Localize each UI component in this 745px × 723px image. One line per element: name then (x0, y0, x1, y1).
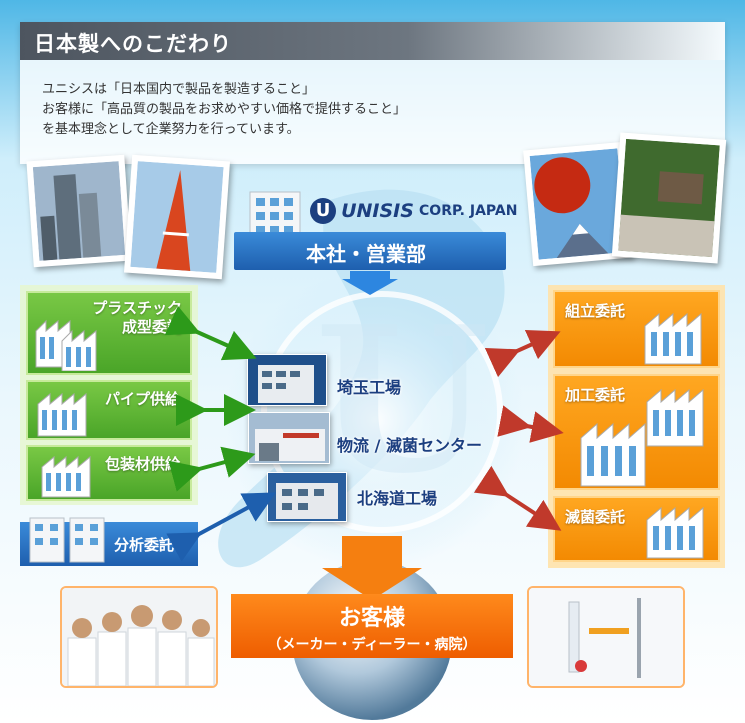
intro-line-1: ユニシスは「日本国内で製品を製造すること」 (42, 82, 316, 97)
photo-medical-devices (527, 586, 685, 688)
supplier-packaging: 包装材供給 (26, 445, 192, 501)
contractor-assembly: 組立委託 (553, 290, 720, 368)
unisis-logo-icon: U (310, 198, 336, 224)
skyscraper-image (32, 161, 126, 261)
customer-down-arrow (322, 536, 422, 600)
photo-tokyo-tower (124, 154, 230, 280)
intro-panel: 日本製へのこだわり ユニシスは「日本国内で製品を製造すること」 お客様に「高品質… (20, 22, 725, 164)
hq-label: 本社・営業部 (306, 242, 426, 266)
contractor-processing: 加工委託 (553, 374, 720, 490)
company-logo: U UNISIS CORP. JAPAN (310, 198, 517, 224)
supplier-pipe-label: パイプ供給 (104, 390, 180, 408)
hq-down-arrow (342, 271, 398, 295)
logo-brand: UNISIS (341, 200, 414, 222)
factory-icon (35, 319, 97, 371)
hokkaido-factory-label: 北海道工場 (357, 489, 438, 508)
supplier-packaging-label: 包装材供給 (104, 455, 180, 473)
contractor-sterilization: 滅菌委託 (553, 496, 720, 562)
photo-fuji-autumn (523, 141, 633, 267)
supplier-plastic-line1: プラスチック (92, 299, 182, 317)
contractor-sterilization-label: 滅菌委託 (565, 508, 626, 526)
photo-japanese-garden (611, 132, 727, 264)
medical-devices-image (529, 588, 683, 686)
logistics-center-label: 物流 / 滅菌センター (337, 436, 482, 455)
saitama-factory-label: 埼玉工場 (337, 378, 402, 397)
supplier-plastic-molding: プラスチック 成型委託 (26, 291, 192, 375)
intro-line-2: お客様に「高品質の製品をお求めやすい価格で提供すること」 (42, 102, 407, 117)
arrow-sterilization (473, 465, 562, 531)
fuji-autumn-image (529, 148, 627, 260)
photo-skyscraper (26, 154, 132, 268)
factory-icon (41, 455, 91, 498)
customer-title: お客様 (338, 606, 405, 631)
analysis-label: 分析委託 (114, 536, 175, 554)
factory-icon (580, 388, 704, 487)
hokkaido-factory-photo (267, 472, 347, 522)
building-icon (29, 517, 105, 563)
factory-icon (37, 392, 87, 437)
factory-icon (646, 506, 704, 559)
intro-text: ユニシスは「日本国内で製品を製造すること」 お客様に「高品質の製品をお求めやすい… (42, 80, 406, 140)
saitama-factory-photo (247, 354, 327, 406)
japanese-garden-image (618, 138, 720, 258)
customer-bar: お客様 （メーカー・ディーラー・病院） (231, 594, 513, 658)
arrow-processing (497, 405, 564, 443)
supplier-pipe: パイプ供給 (26, 380, 192, 440)
medical-staff-image (62, 588, 216, 686)
arrow-packaging (168, 446, 256, 492)
arrow-analysis (166, 492, 277, 562)
arrow-plastic (164, 305, 257, 361)
page-title: 日本製へのこだわり (20, 22, 725, 60)
tokyo-tower-image (130, 161, 224, 273)
hq-bar: 本社・営業部 (234, 232, 506, 270)
photo-medical-staff (60, 586, 218, 688)
logistics-center-photo (248, 412, 330, 464)
arrow-assembly (484, 329, 561, 378)
intro-line-3: を基本理念として企業努力を行っています。 (42, 122, 300, 137)
contractor-assembly-label: 組立委託 (565, 302, 626, 320)
customer-subtitle: （メーカー・ディーラー・病院） (267, 637, 477, 653)
contractor-processing-label: 加工委託 (565, 386, 626, 404)
logo-suffix: CORP. JAPAN (419, 203, 518, 219)
factory-icon (644, 312, 702, 365)
